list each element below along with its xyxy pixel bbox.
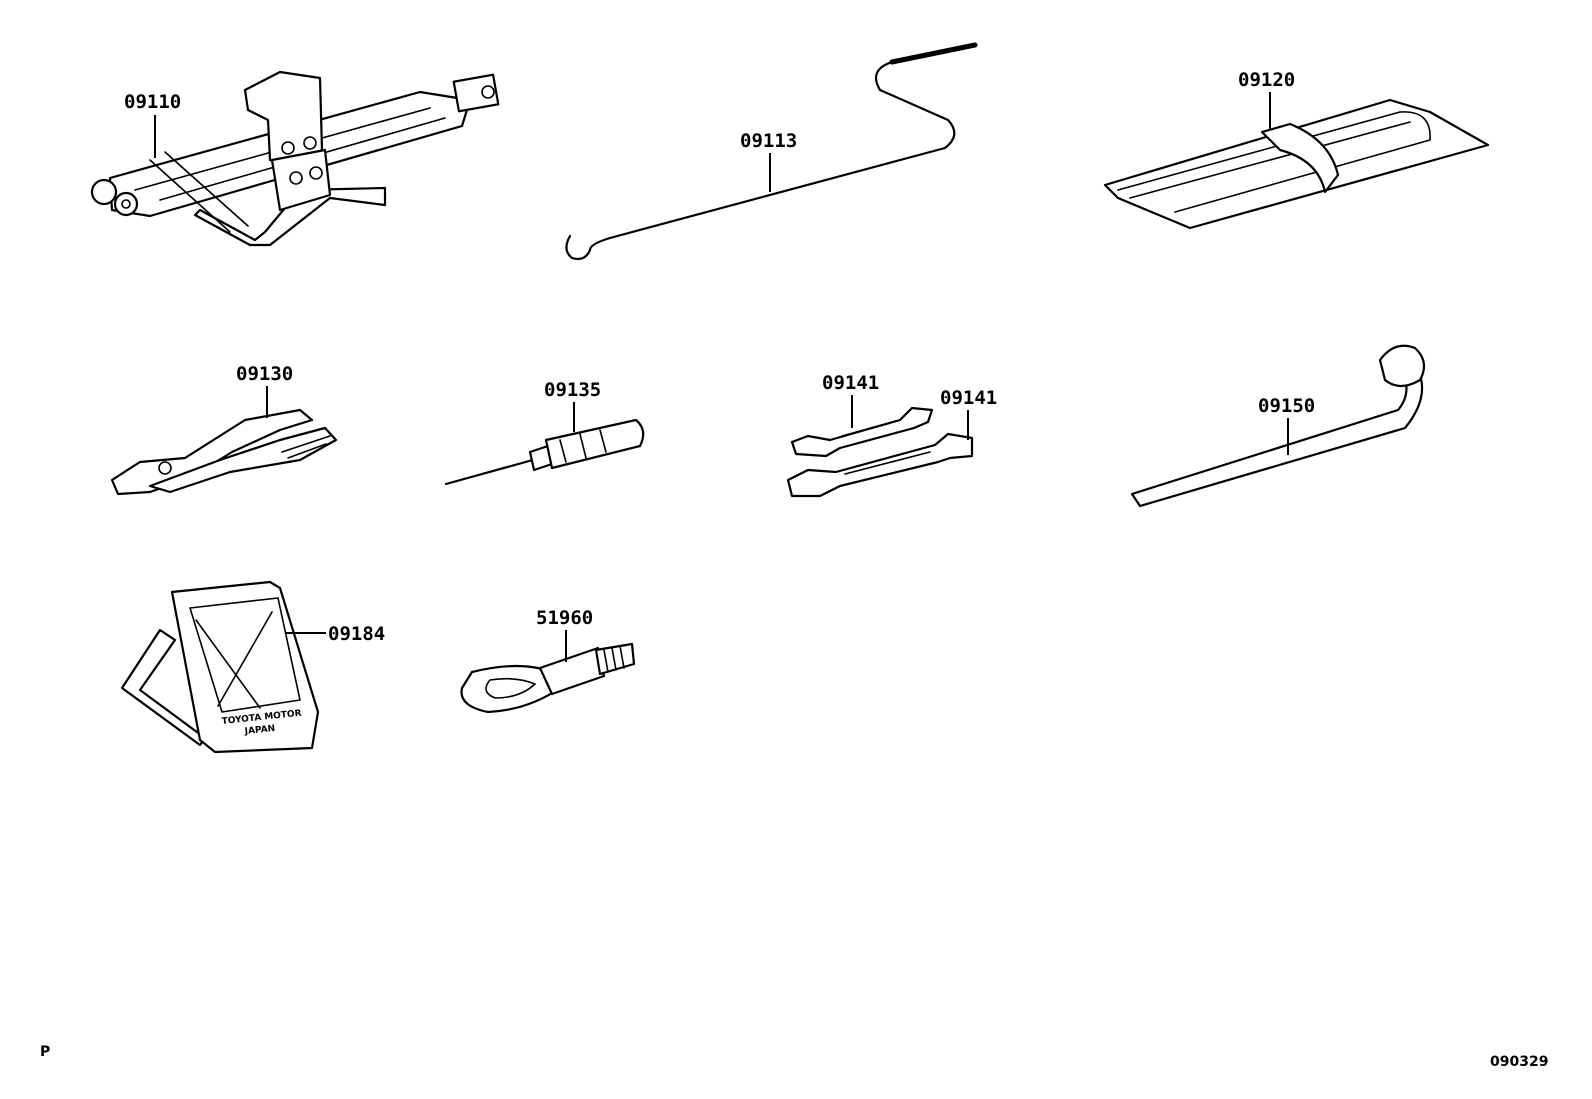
part-number-09130[interactable]: 09130 [236,363,293,385]
part-number-09135[interactable]: 09135 [544,379,601,401]
wrench-a-illustration[interactable] [790,406,934,458]
pliers-illustration[interactable] [110,408,338,496]
corner-code-left: P [40,1044,50,1060]
part-number-09110[interactable]: 09110 [124,91,181,113]
screwdriver-illustration[interactable] [444,418,645,486]
jack-handle-illustration[interactable] [565,42,978,261]
part-number-09120[interactable]: 09120 [1238,69,1295,91]
wheel-nut-wrench-illustration[interactable] [1130,344,1426,508]
part-number-09150[interactable]: 09150 [1258,395,1315,417]
jack-illustration[interactable] [90,70,500,247]
corner-code-right: 090329 [1490,1054,1548,1070]
wrench-b-illustration[interactable] [786,432,974,498]
part-number-51960[interactable]: 51960 [536,607,593,629]
part-number-09113[interactable]: 09113 [740,130,797,152]
chock-stamp-line2: JAPAN [243,724,275,737]
tool-bag-illustration[interactable] [1103,98,1490,230]
wheel-chock-illustration[interactable]: TOYOTA MOTOR JAPAN [120,580,320,754]
part-number-09184[interactable]: 09184 [328,623,385,645]
part-number-09141-a[interactable]: 09141 [822,372,879,394]
towing-eye-illustration[interactable] [460,642,636,714]
part-number-09141-b[interactable]: 09141 [940,387,997,409]
